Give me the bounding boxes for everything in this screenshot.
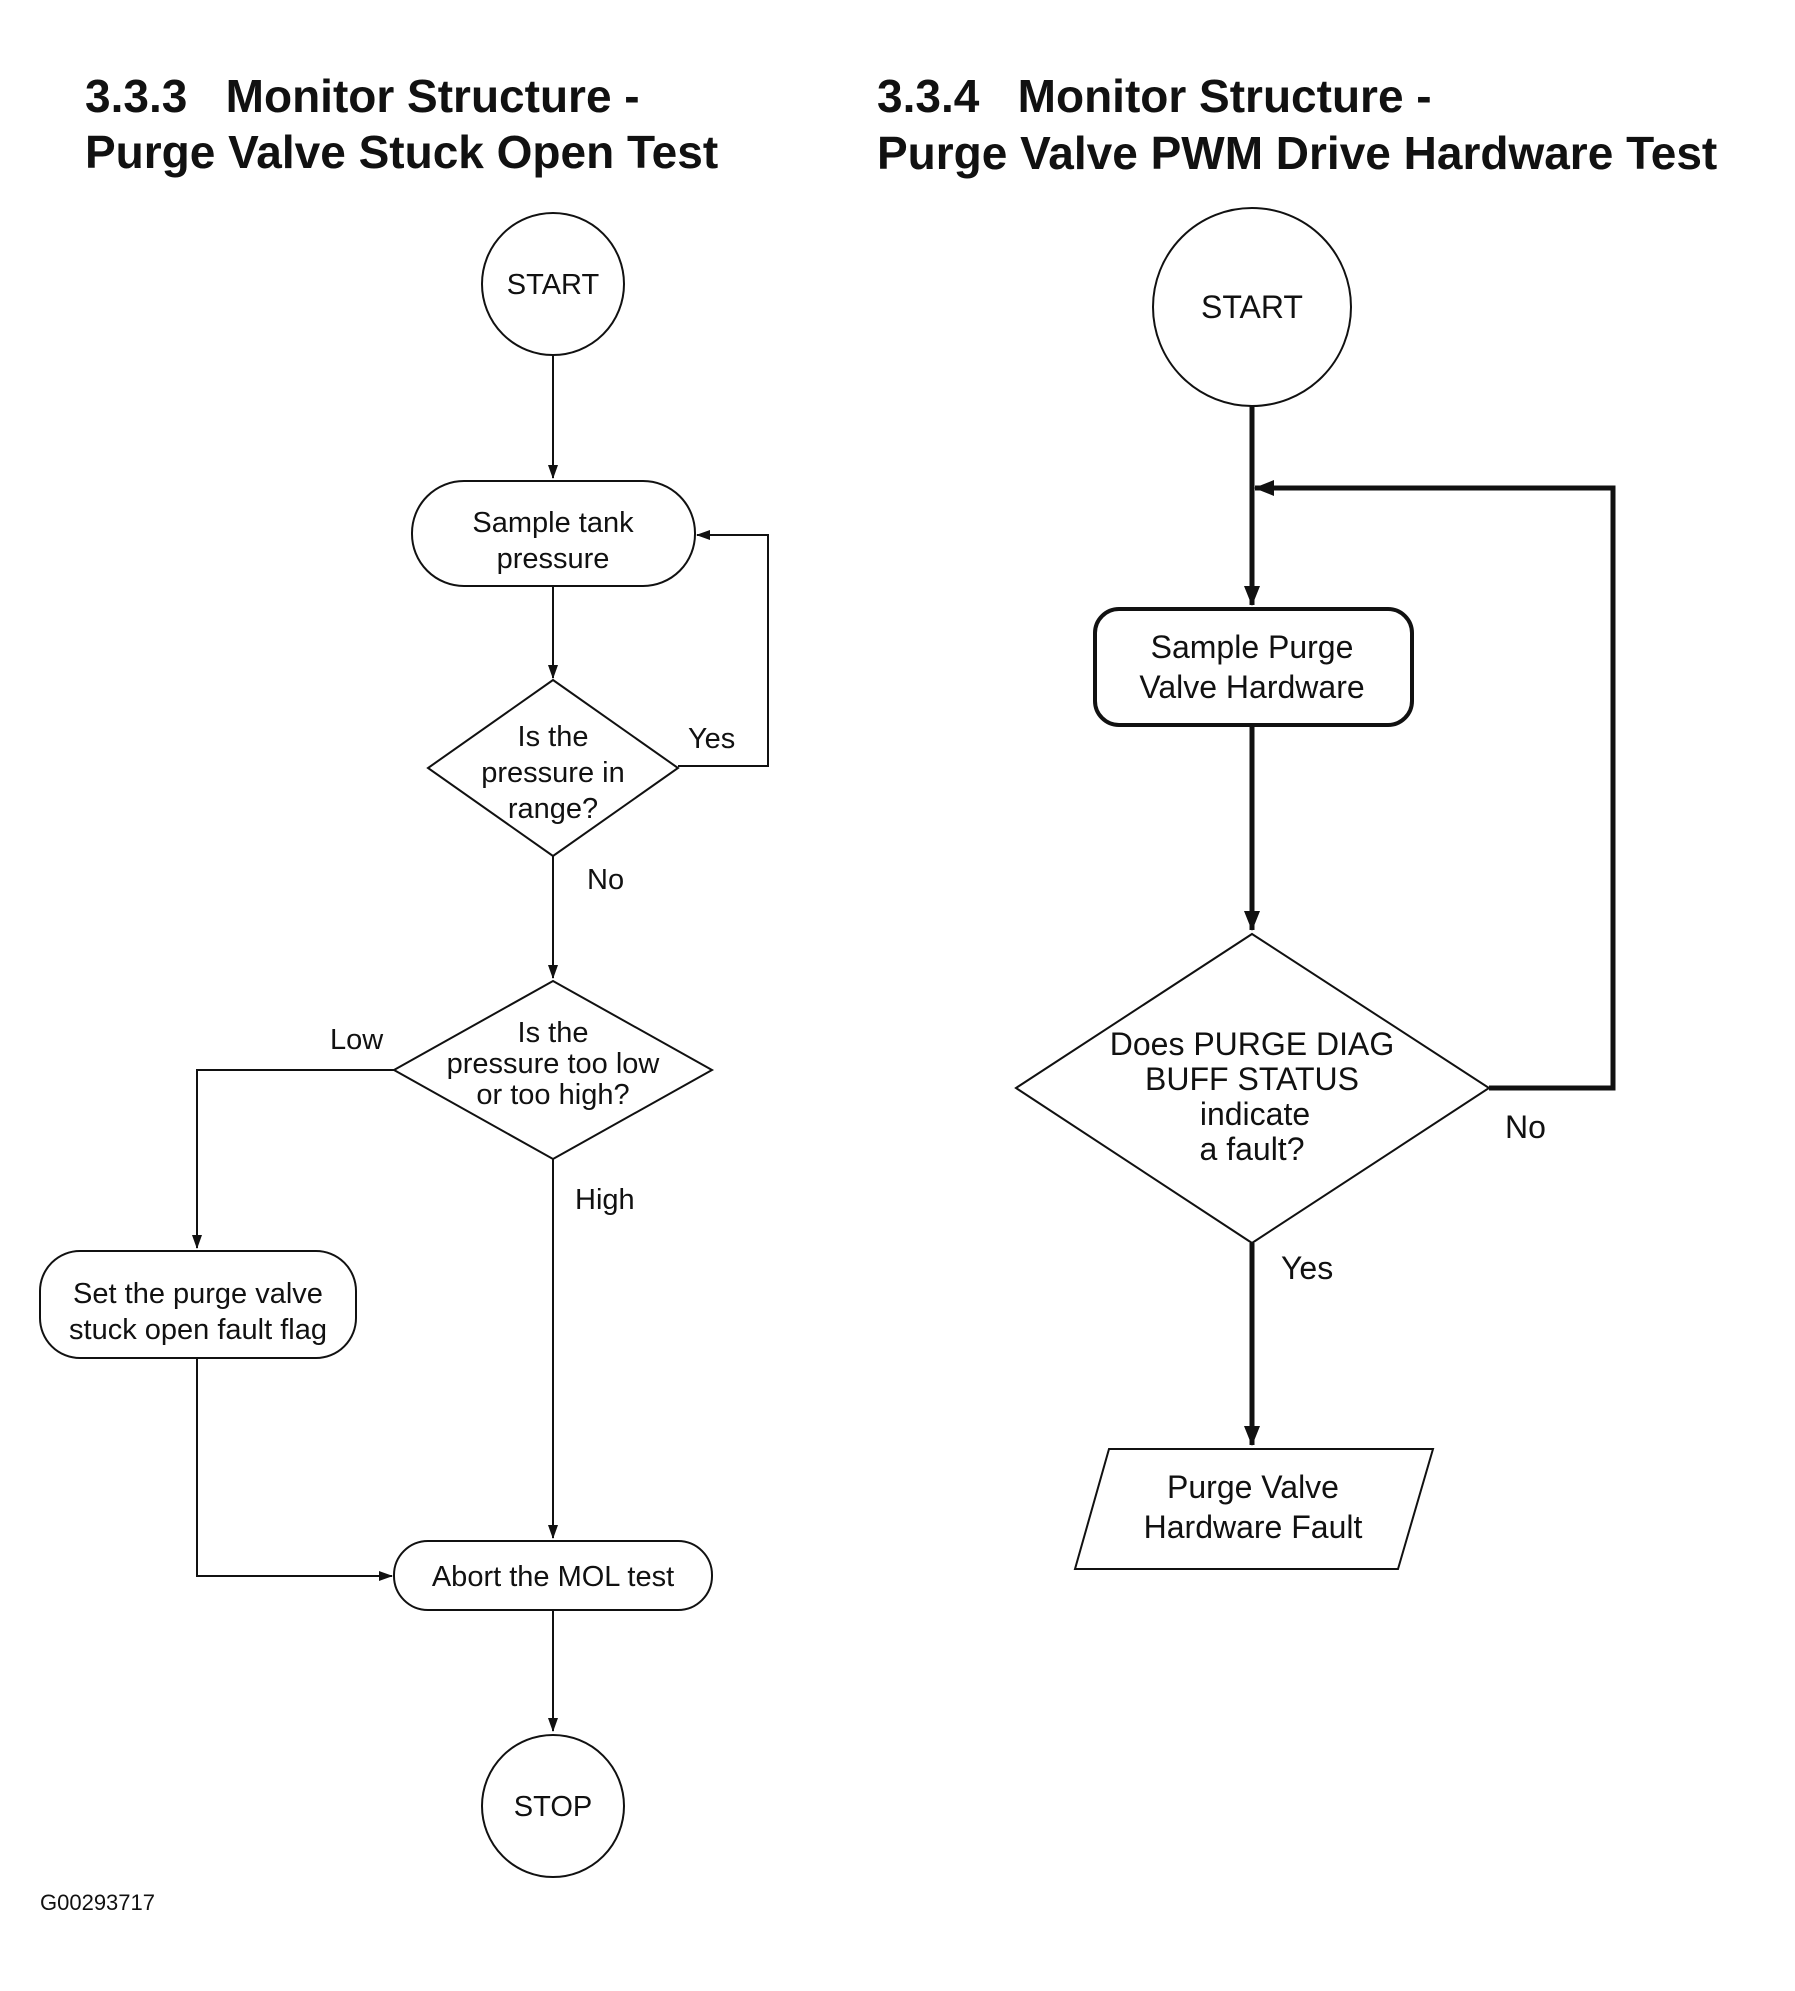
left-set-flag-line2: stuck open fault flag <box>69 1314 327 1346</box>
right-title-line1: 3.3.4 Monitor Structure - <box>877 70 1432 122</box>
right-sample-line1: Sample Purge <box>1151 629 1354 665</box>
left-decision1-line3: range? <box>508 793 598 825</box>
right-start-label: START <box>1201 289 1303 325</box>
left-decision2-line1: Is the <box>518 1017 589 1049</box>
right-no-label: No <box>1505 1109 1546 1145</box>
right-edge-no-loop <box>1254 480 1616 1091</box>
right-fault-line1: Purge Valve <box>1167 1469 1339 1505</box>
left-edge-flag-abort <box>196 1358 393 1581</box>
left-sample-label-line1: Sample tank <box>472 507 634 539</box>
right-sample-line2: Valve Hardware <box>1139 669 1364 705</box>
left-title-line1: 3.3.3 Monitor Structure - <box>85 70 640 122</box>
left-edge-low <box>192 1069 394 1249</box>
right-fault-line2: Hardware Fault <box>1144 1509 1363 1545</box>
left-decision2-line2: pressure too low <box>447 1048 661 1080</box>
left-decision1-line2: pressure in <box>481 757 624 789</box>
figure-id: G00293717 <box>40 1890 155 1915</box>
right-decision-line4: a fault? <box>1200 1131 1305 1167</box>
left-stop-node <box>481 1734 625 1878</box>
right-flowchart: 3.3.4 Monitor Structure - Purge Valve PW… <box>877 70 1717 1570</box>
left-decision1-line1: Is the <box>518 721 589 753</box>
left-edge-yes-loop <box>678 530 769 767</box>
right-sample-node <box>1093 607 1414 727</box>
left-high-label: High <box>575 1184 635 1216</box>
right-fault-node <box>1073 1448 1435 1570</box>
left-decision2-line3: or too high? <box>476 1079 629 1111</box>
left-title-line2: Purge Valve Stuck Open Test <box>85 126 718 178</box>
right-decision-line1: Does PURGE DIAG <box>1110 1026 1395 1062</box>
left-set-flag-line1: Set the purge valve <box>73 1278 323 1310</box>
right-decision-line2: BUFF STATUS <box>1145 1061 1359 1097</box>
right-decision-line3: indicate <box>1200 1096 1310 1132</box>
left-start-label: START <box>507 269 600 301</box>
left-no-label: No <box>587 864 624 896</box>
right-yes-label: Yes <box>1281 1250 1333 1286</box>
left-flowchart: 3.3.3 Monitor Structure - Purge Valve St… <box>39 70 769 1878</box>
left-abort-label: Abort the MOL test <box>432 1561 674 1593</box>
right-title-line2: Purge Valve PWM Drive Hardware Test <box>877 127 1717 179</box>
left-yes-label: Yes <box>688 723 735 755</box>
left-sample-label-line2: pressure <box>497 543 610 575</box>
left-low-label: Low <box>330 1024 384 1056</box>
left-stop-label: STOP <box>514 1791 592 1823</box>
